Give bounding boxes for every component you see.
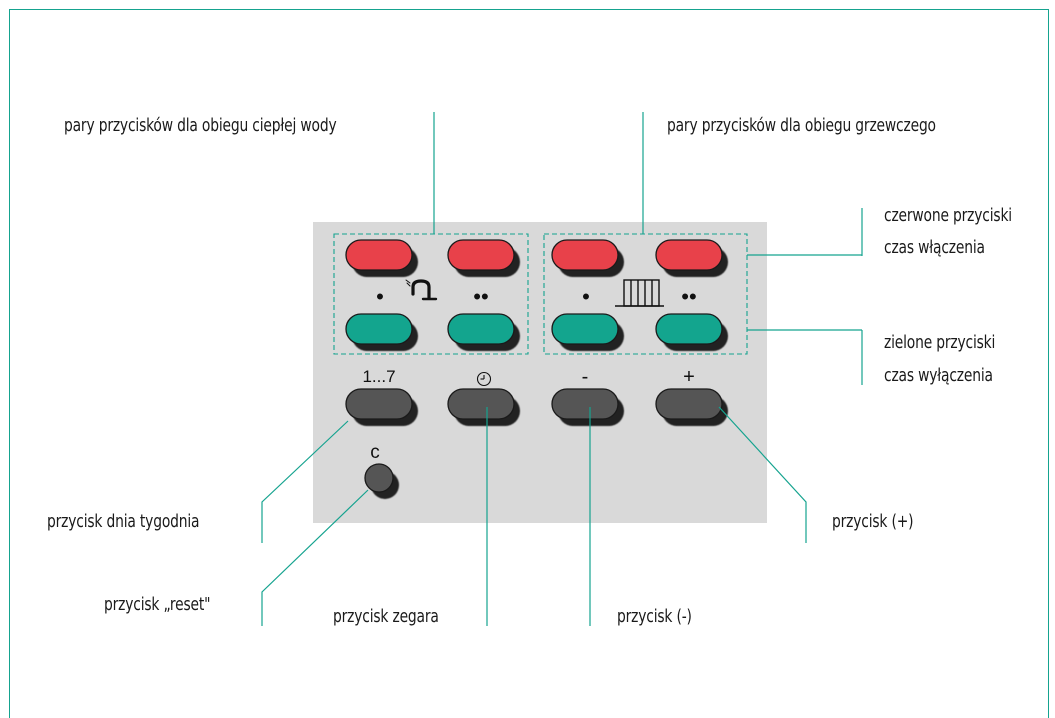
weekday-key-label: 1...7 <box>362 367 396 386</box>
hot-water-red-button-2[interactable] <box>447 239 515 271</box>
red-buttons-label-line1: czerwone przyciski <box>884 206 1012 226</box>
hot-water-double-dot: •• <box>473 284 489 309</box>
hot-water-single-dot: • <box>376 284 384 309</box>
minus-key-label: - <box>581 366 589 388</box>
hot-water-red-button-1[interactable] <box>345 239 413 271</box>
red-buttons-label-line2: czas włączenia <box>884 238 985 258</box>
green-buttons-label-line2: czas wyłączenia <box>884 366 993 386</box>
heating-group-outline <box>543 233 748 355</box>
plus-button-label: przycisk (+) <box>832 512 914 532</box>
clock-button[interactable] <box>447 388 515 420</box>
radiator-icon <box>615 279 664 307</box>
minus-button[interactable] <box>551 388 619 420</box>
clock-icon <box>476 371 492 387</box>
hot-water-group-outline <box>333 233 529 355</box>
reset-key-label: c <box>370 442 380 463</box>
reset-button[interactable] <box>364 463 394 493</box>
heating-red-button-1[interactable] <box>551 239 619 271</box>
weekday-button[interactable] <box>345 388 413 420</box>
green-buttons-label-line1: zielone przyciski <box>884 333 996 353</box>
heating-green-button-2[interactable] <box>655 313 723 345</box>
hot-water-green-button-1[interactable] <box>345 313 413 345</box>
minus-button-label: przycisk (-) <box>617 607 692 627</box>
hot-water-pairs-label: pary przycisków dla obiegu ciepłej wody <box>64 116 337 136</box>
heating-red-button-2[interactable] <box>655 239 723 271</box>
heating-single-dot: • <box>582 284 590 309</box>
outer-frame <box>9 9 1049 718</box>
weekday-button-label: przycisk dnia tygodnia <box>47 512 200 532</box>
reset-button-label: przycisk „reset" <box>104 595 211 615</box>
clock-button-label: przycisk zegara <box>333 607 439 627</box>
leader-weekday <box>261 420 349 543</box>
heating-double-dot: •• <box>681 284 697 309</box>
tap-icon <box>405 279 438 301</box>
heating-pairs-label: pary przycisków dla obiegu grzewczego <box>667 116 936 136</box>
plus-button[interactable] <box>655 388 723 420</box>
leader-reset <box>261 489 369 626</box>
plus-key-label: + <box>683 366 695 388</box>
hot-water-green-button-2[interactable] <box>447 313 515 345</box>
leader-plus <box>718 406 807 543</box>
heating-green-button-1[interactable] <box>551 313 619 345</box>
